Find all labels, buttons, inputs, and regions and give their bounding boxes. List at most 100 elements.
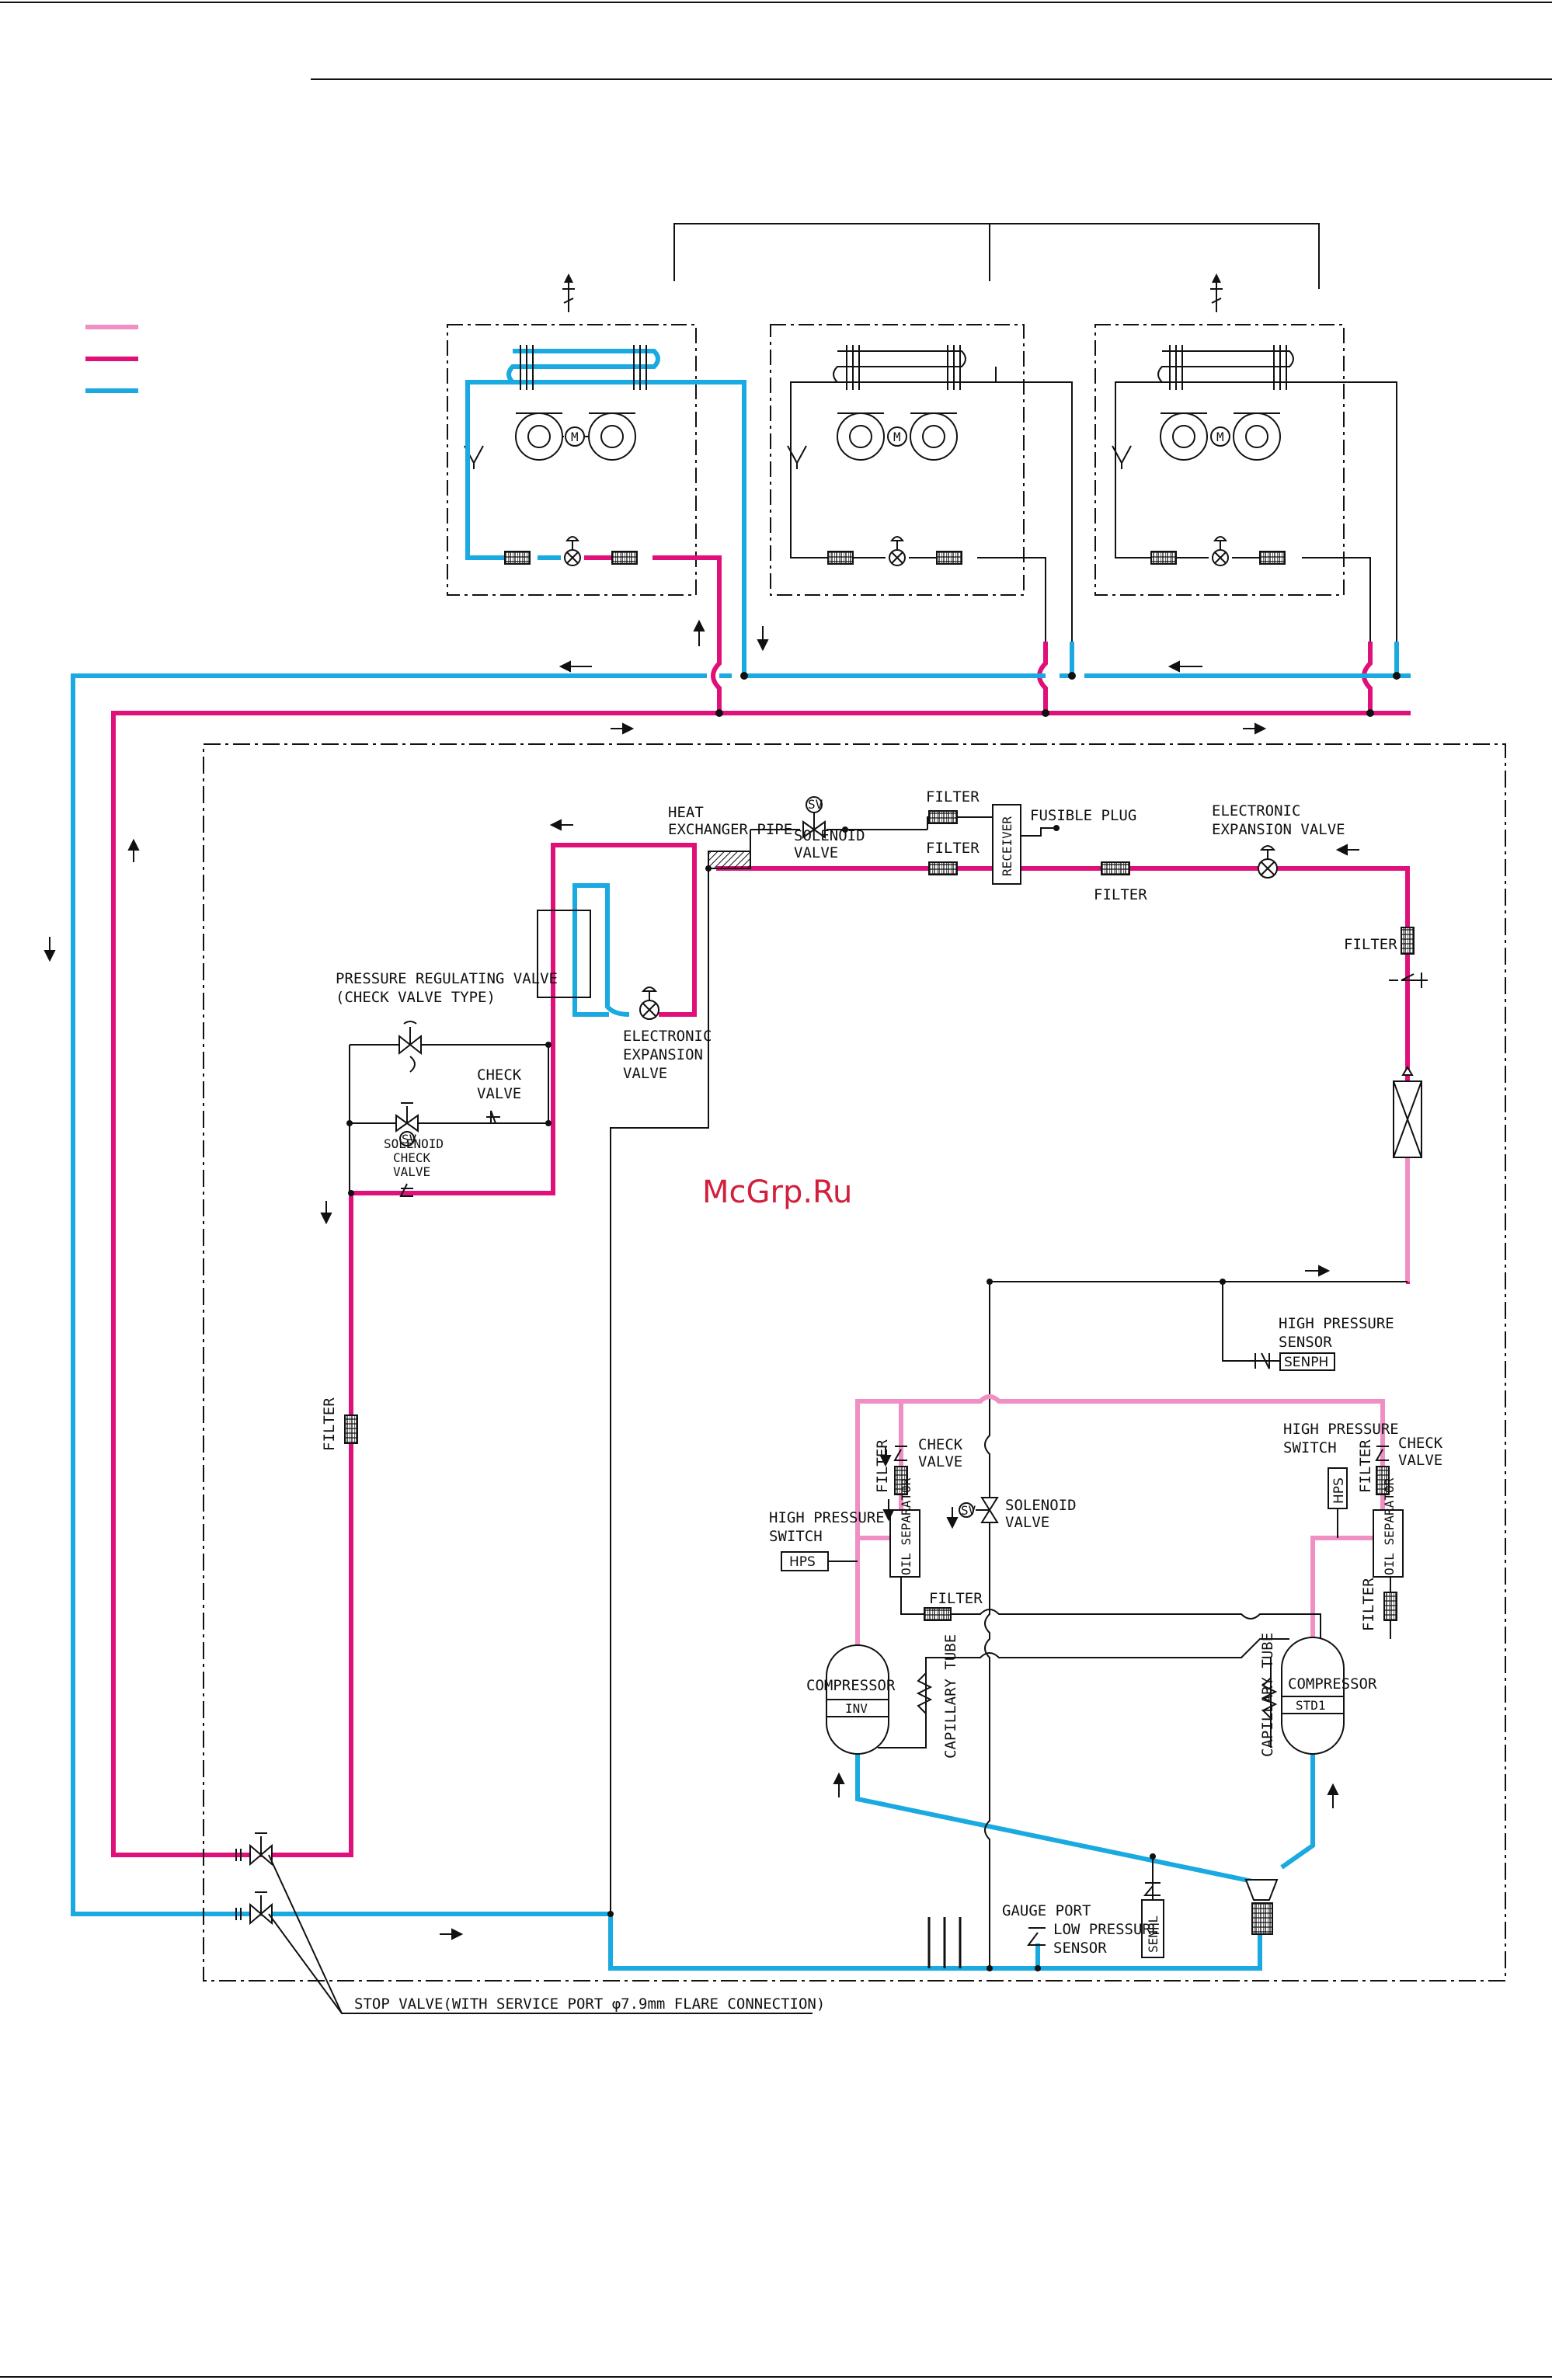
outdoor-piping: [261, 843, 1410, 1971]
heat-exchanger-coil: [1157, 350, 1294, 383]
hps-switch-right-label-2: SWITCH: [1283, 1439, 1337, 1456]
stop-valve-gas: [235, 1891, 273, 1926]
heat-exchanger-label-1: HEAT: [668, 804, 704, 821]
capillary-tube-left: [916, 1672, 933, 1714]
legend: [85, 325, 138, 393]
senph-label: SENPH: [1284, 1355, 1328, 1370]
compressor-right-label: COMPRESSOR: [1288, 1675, 1377, 1693]
check-right-label-2: VALVE: [1398, 1452, 1442, 1469]
motor-label: M: [1216, 430, 1224, 444]
check-left-label-2: VALVE: [918, 1453, 962, 1470]
filter-right: [1389, 927, 1428, 988]
component-labels: HEAT EXCHANGER PIPE SOLENOID VALVE FILTE…: [321, 788, 1443, 2013]
check-valve-right: [1375, 1446, 1389, 1461]
outdoor-unit-boundary: [203, 743, 1506, 1982]
std1-label: STD1: [1296, 1698, 1326, 1713]
indoor-piping: [465, 367, 1399, 713]
receiver: RECEIVER: [992, 804, 1060, 885]
check-valve-left: [893, 1446, 907, 1461]
gauge-port: [1027, 1927, 1046, 1946]
heat-exchanger-coil: [833, 350, 966, 383]
heat-exchanger-label-2: EXCHANGER PIPE: [668, 821, 792, 838]
filter-right-label: FILTER: [1344, 936, 1397, 953]
hps-switch-left-label-1: HIGH PRESSURE: [769, 1509, 885, 1526]
heat-exchanger-pipe: [708, 851, 751, 869]
motor-label: M: [571, 430, 579, 444]
solenoid-valve-top: [750, 796, 951, 851]
cap-tube-left-label: CAPILLARY TUBE: [942, 1634, 959, 1759]
oil-separator-right-label: OIL SEPARATOR: [1382, 1477, 1397, 1575]
filter-center-label: FILTER: [929, 1590, 983, 1607]
stop-valve-leader: [268, 1854, 813, 2014]
filter-compressor-right: [1376, 1466, 1390, 1495]
compressor-left-label: COMPRESSOR: [806, 1677, 896, 1694]
eev-mid-label-2: EXPANSION: [623, 1046, 703, 1063]
filter-top-label-3: FILTER: [1094, 886, 1147, 903]
prv-label-1: PRESSURE REGULATING VALVE: [336, 970, 558, 987]
hp-sensor-label-1: HIGH PRESSURE: [1279, 1315, 1394, 1332]
indoor-unit-1: M: [447, 273, 697, 596]
filter-cl-label: FILTER: [874, 1439, 891, 1493]
main-field-piping: [71, 673, 1411, 1916]
filter-compressor-left: [894, 1466, 908, 1495]
hp-sensor-label-2: SENSOR: [1279, 1334, 1332, 1351]
hps-right-label: HPS: [1331, 1477, 1347, 1504]
prv-label-2: (CHECK VALVE TYPE): [336, 989, 496, 1006]
solenoid-check-valve: [395, 1102, 419, 1197]
outdoor-junction-dots: [346, 826, 1386, 1971]
accumulator-right: [1393, 1066, 1422, 1158]
eev-top-label-1: ELECTRONIC: [1212, 802, 1300, 819]
filter-compressor-right-2: [1383, 1592, 1397, 1621]
filter-left: [344, 1414, 358, 1444]
check-valve-label-1: CHECK: [477, 1066, 522, 1084]
watermark: McGrp.Ru: [702, 1174, 852, 1210]
inv-label: INV: [845, 1701, 868, 1716]
oil-separator-right: [1373, 1509, 1404, 1578]
high-pressure-sensor: [1234, 1352, 1335, 1371]
control-wiring: [673, 223, 1320, 289]
low-pressure-sensor: [1141, 1882, 1164, 1958]
stop-valve-label: STOP VALVE(WITH SERVICE PORT φ7.9mm FLAR…: [354, 1996, 825, 2013]
oil-separator-left-label: OIL SEPARATOR: [899, 1477, 913, 1575]
compressor-inv: [826, 1644, 889, 1755]
check-left-label-1: CHECK: [918, 1436, 963, 1453]
solenoid-center-label-2: VALVE: [1005, 1514, 1049, 1531]
motor-label: M: [893, 430, 901, 444]
eev-mid-label-3: VALVE: [623, 1065, 667, 1082]
solenoid-check-label-3: VALVE: [393, 1164, 430, 1179]
gauge-port-label: GAUGE PORT: [1002, 1902, 1091, 1919]
indoor-filters: [504, 551, 1286, 565]
accumulator-bottom: [1244, 1879, 1279, 1935]
eev-top-label-2: EXPANSION VALVE: [1212, 821, 1345, 838]
filter-left-label: FILTER: [321, 1397, 338, 1451]
fan-motor: [515, 412, 636, 461]
filter-center: [924, 1607, 952, 1621]
compressor-std1: [1281, 1637, 1345, 1755]
hps-left-label: HPS: [789, 1554, 816, 1570]
heat-exchanger-coil: [506, 349, 660, 384]
filter-cr2-label: FILTER: [1360, 1578, 1377, 1631]
hps-switch-left-label-2: SWITCH: [769, 1528, 823, 1545]
solenoid-top-label-2: VALVE: [794, 844, 838, 861]
filter-cr-label: FILTER: [1357, 1439, 1374, 1493]
eev-mid-label-1: ELECTRONIC: [623, 1028, 712, 1045]
capillary-tube-right: [1261, 1677, 1278, 1719]
filters-top: [928, 810, 1130, 875]
solenoid-center-label-1: SOLENOID: [1005, 1497, 1077, 1514]
indoor-unit-2: M: [770, 324, 1025, 596]
hps-right: [1328, 1467, 1348, 1538]
hps-switch-right-label-1: HIGH PRESSURE: [1283, 1421, 1399, 1438]
indoor-unit-3: M: [1094, 273, 1345, 596]
solenoid-valve-center: [959, 1497, 999, 1523]
solenoid-top-label-1: SOLENOID: [794, 827, 865, 844]
main-junction-dots: [715, 672, 1401, 717]
stop-valve-liquid: [235, 1832, 273, 1867]
check-valve-mid: [485, 1110, 503, 1124]
solenoid-check-label-2: CHECK: [393, 1150, 431, 1165]
sv-label-mid: SV: [402, 1132, 417, 1147]
lps-label-1: LOW PRESSURE: [1053, 1921, 1160, 1938]
filter-top-label-2: FILTER: [926, 840, 980, 857]
receiver-label: RECEIVER: [1000, 816, 1014, 876]
hps-left: [781, 1551, 858, 1571]
